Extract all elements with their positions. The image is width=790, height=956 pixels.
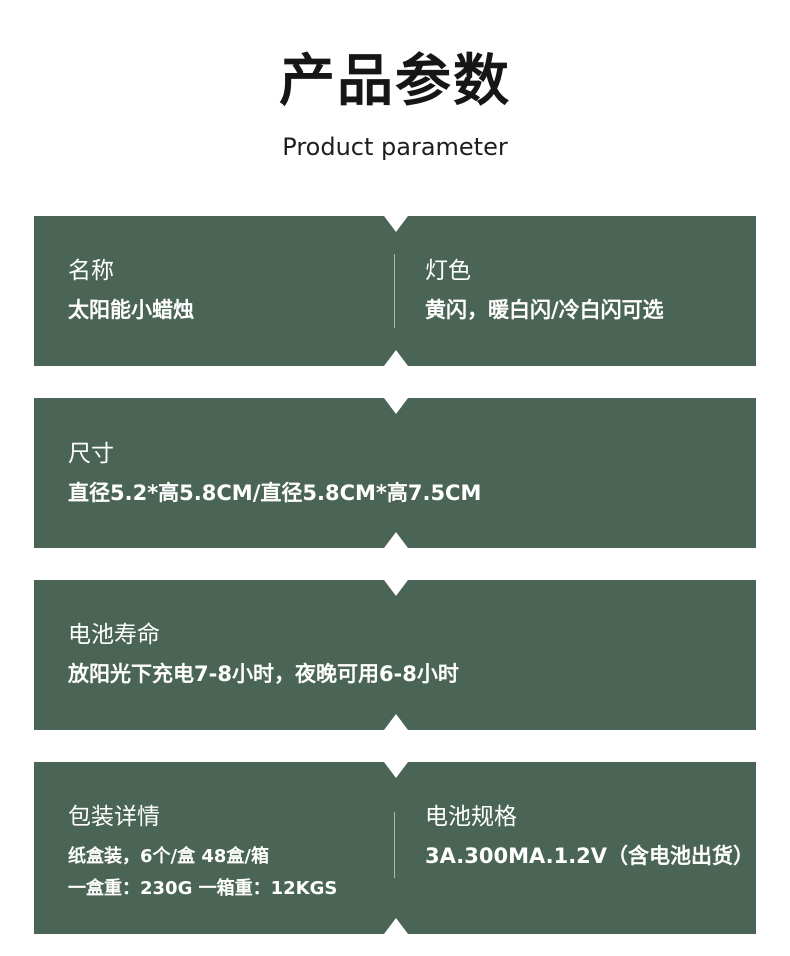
- notch-bottom-decoration: [384, 918, 408, 934]
- notch-top-decoration: [384, 398, 408, 414]
- name-label: 名称: [68, 258, 114, 284]
- packaging-label: 包装详情: [68, 804, 160, 830]
- battery-life-value: 放阳光下充电7-8小时，夜晚可用6-8小时: [68, 662, 459, 686]
- panel-size: 尺寸 直径5.2*高5.8CM/直径5.8CM*高7.5CM: [34, 398, 756, 548]
- light-color-label: 灯色: [425, 258, 471, 284]
- notch-bottom-decoration: [384, 532, 408, 548]
- notch-bottom-decoration: [384, 714, 408, 730]
- size-label: 尺寸: [68, 441, 114, 467]
- page-subtitle: Product parameter: [282, 133, 508, 161]
- packaging-value-line-2: 一盒重：230G 一箱重：12KGS: [68, 878, 338, 899]
- light-color-value: 黄闪，暖白闪/冷白闪可选: [425, 298, 664, 322]
- notch-bottom-decoration: [384, 350, 408, 366]
- notch-top-decoration: [384, 762, 408, 778]
- notch-top-decoration: [384, 216, 408, 232]
- column-divider: [394, 812, 395, 878]
- packaging-value-line-1: 纸盒装，6个/盒 48盒/箱: [68, 846, 269, 867]
- panel-name-and-color: 名称 太阳能小蜡烛 灯色 黄闪，暖白闪/冷白闪可选: [34, 216, 756, 366]
- battery-spec-label: 电池规格: [425, 804, 517, 830]
- battery-spec-value: 3A.300MA.1.2V（含电池出货）: [425, 844, 755, 868]
- panel-battery-life: 电池寿命 放阳光下充电7-8小时，夜晚可用6-8小时: [34, 580, 756, 730]
- name-value: 太阳能小蜡烛: [68, 298, 194, 322]
- column-divider: [394, 254, 395, 328]
- battery-life-label: 电池寿命: [68, 622, 160, 648]
- page-title: 产品参数: [279, 49, 511, 114]
- notch-top-decoration: [384, 580, 408, 596]
- size-value: 直径5.2*高5.8CM/直径5.8CM*高7.5CM: [68, 481, 482, 505]
- panel-packaging-and-battery: 包装详情 纸盒装，6个/盒 48盒/箱 一盒重：230G 一箱重：12KGS 电…: [34, 762, 756, 934]
